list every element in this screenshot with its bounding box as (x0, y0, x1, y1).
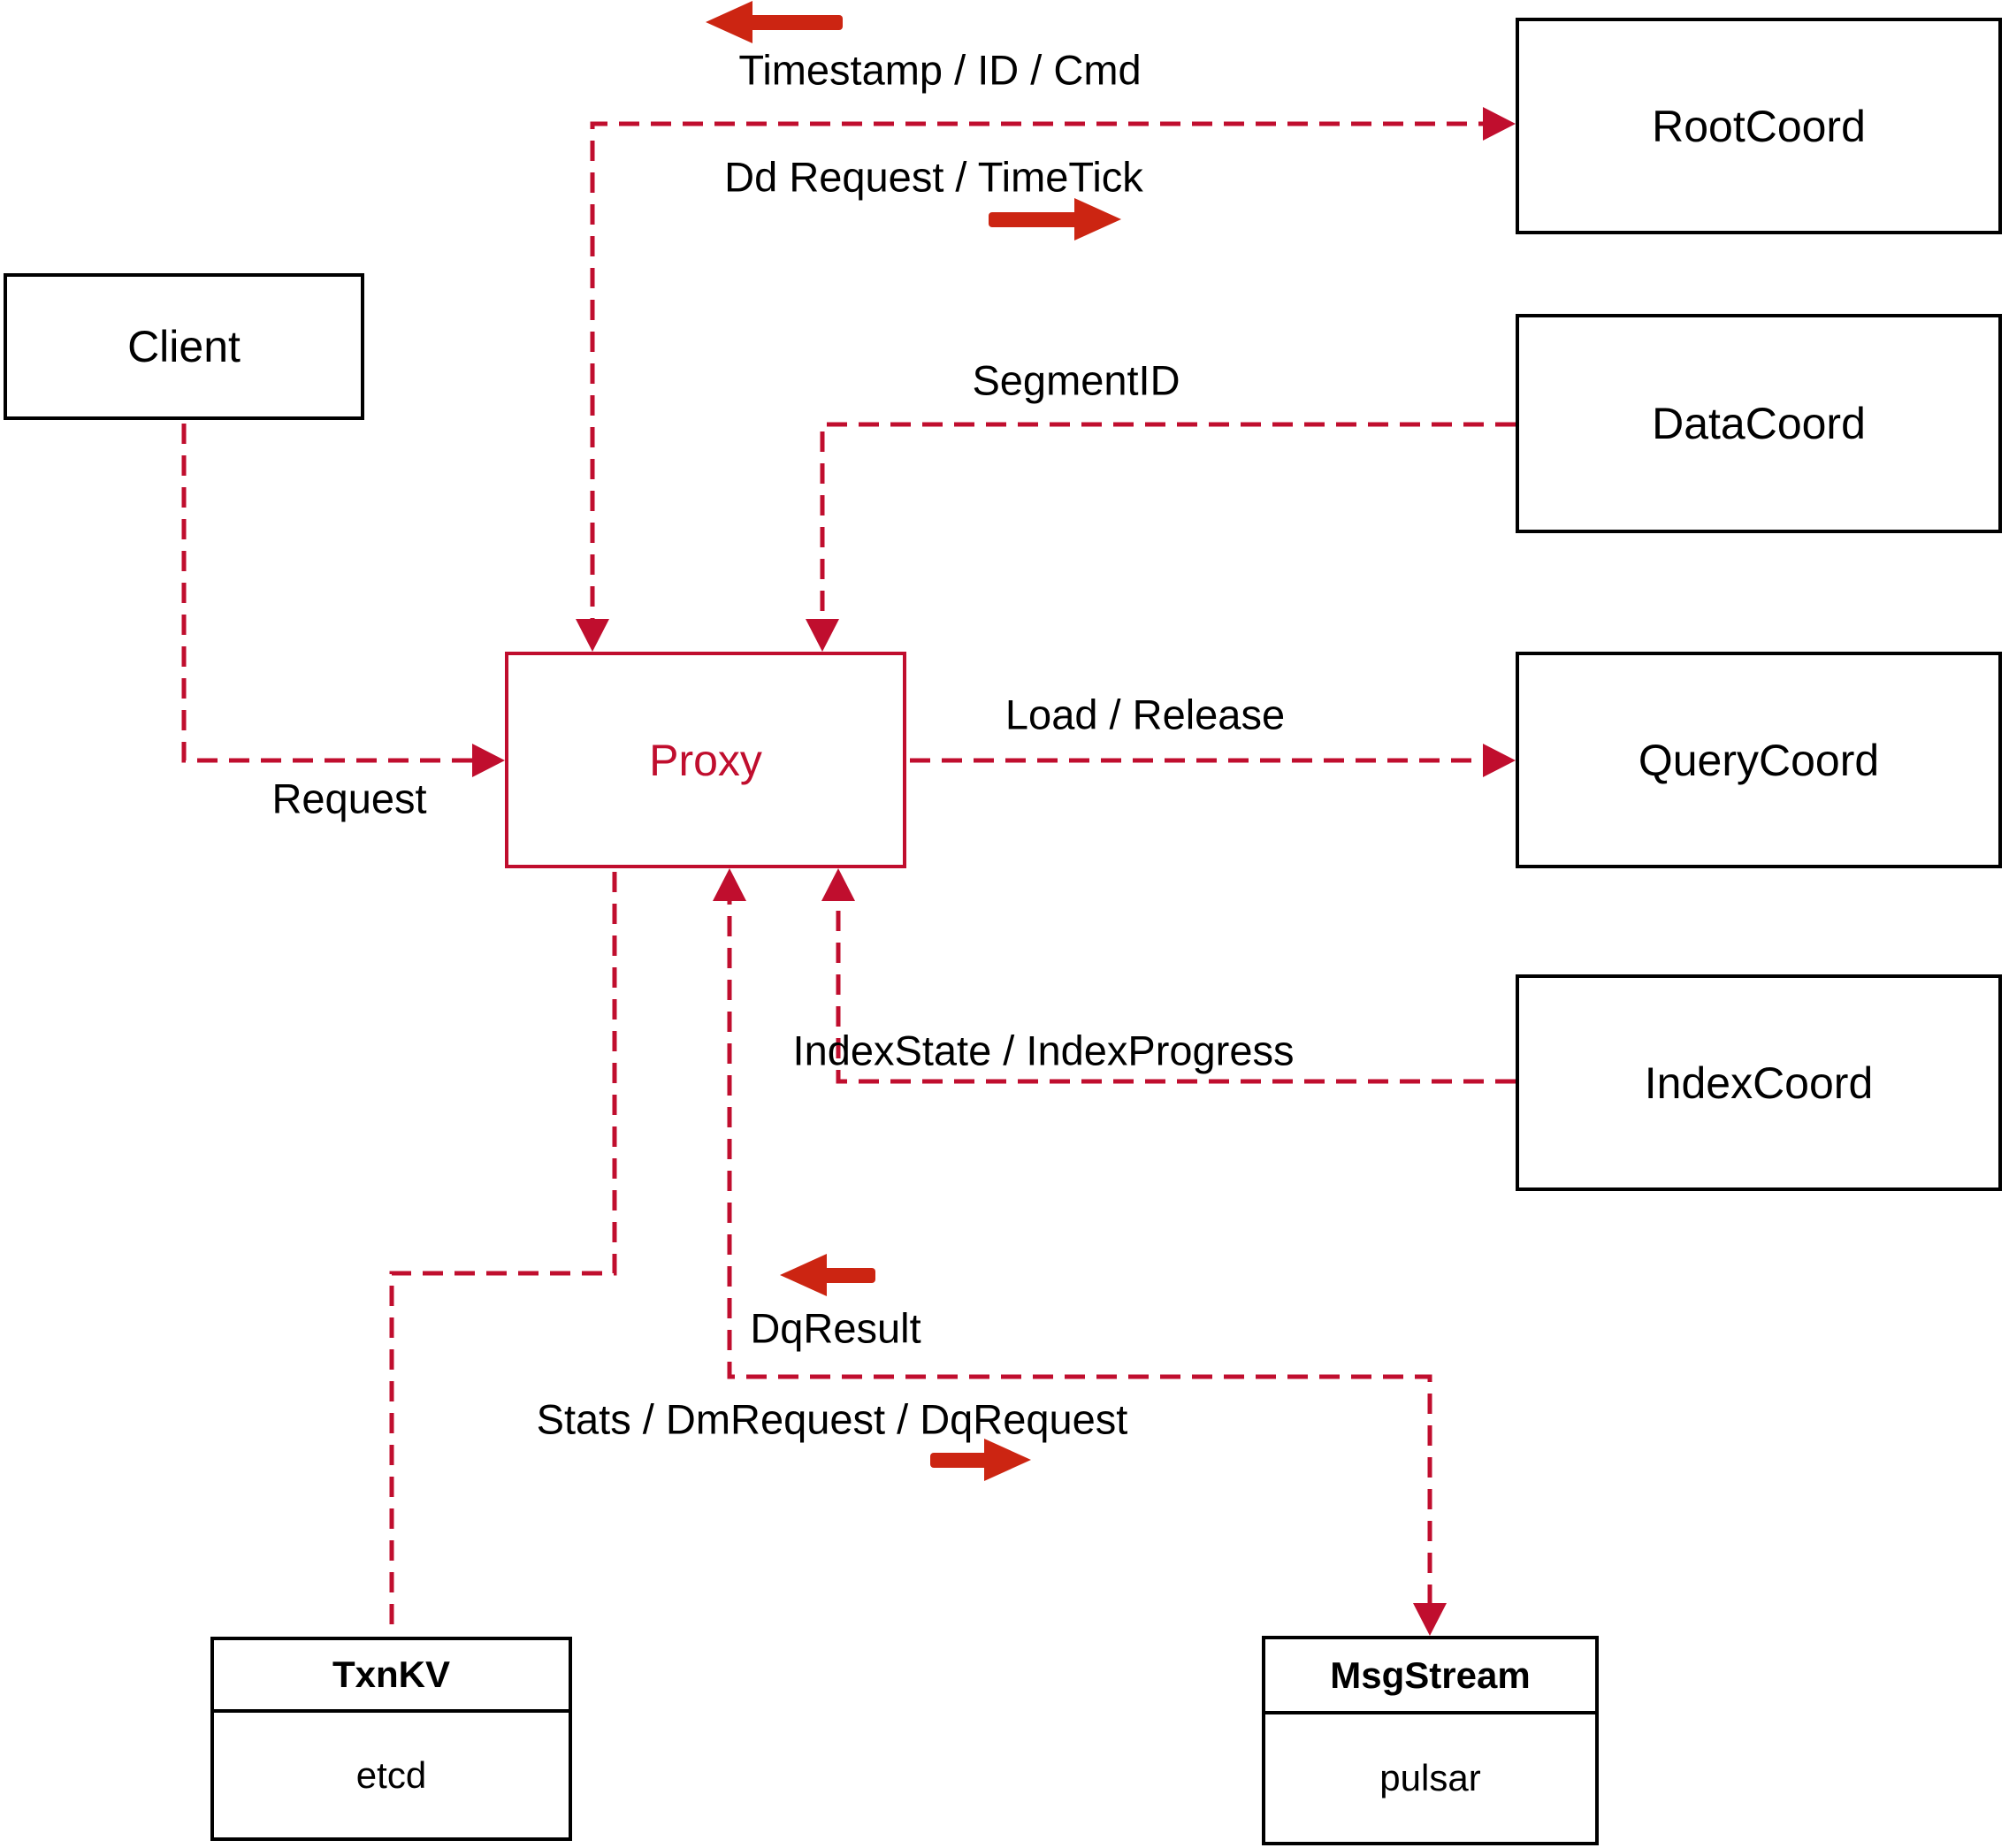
node-msgstream-title: MsgStream (1265, 1639, 1595, 1714)
node-datacoord-label: DataCoord (1652, 399, 1866, 448)
arrowhead-into-proxy-top-left (576, 619, 609, 652)
edge-proxy-msgstream (727, 884, 1432, 1618)
arrowhead-into-proxy-left (472, 744, 505, 777)
edge-proxy-txnkv (389, 872, 617, 1633)
node-txnkv: TxnKV etcd (210, 1637, 572, 1841)
arrowhead-into-msgstream (1413, 1603, 1447, 1636)
edge-datacoord-proxy (820, 422, 1516, 637)
node-proxy: Proxy (505, 652, 906, 868)
edge-proxy-rootcoord (590, 121, 1509, 638)
edge-label-stats-dm-dq: Stats / DmRequest / DqRequest (536, 1395, 1128, 1443)
node-txnkv-title: TxnKV (214, 1640, 569, 1713)
arrow-left-icon (706, 1, 843, 43)
edge-label-dd-request-timetick: Dd Request / TimeTick (724, 153, 1143, 201)
arrow-right-icon (989, 198, 1121, 241)
node-rootcoord: RootCoord (1516, 18, 2002, 234)
arrowhead-into-proxy-bottom-left (713, 868, 746, 901)
edge-label-load-release: Load / Release (1004, 691, 1286, 738)
node-client-label: Client (127, 322, 241, 371)
node-indexcoord: IndexCoord (1516, 974, 2002, 1191)
arrowhead-into-rootcoord (1483, 107, 1516, 141)
edge-client-proxy (181, 424, 489, 763)
edge-label-index-state-progress: IndexState / IndexProgress (792, 1027, 1295, 1074)
node-datacoord: DataCoord (1516, 314, 2002, 533)
edge-label-request: Request (271, 775, 427, 822)
arrow-right-icon (930, 1439, 1031, 1481)
edge-indexcoord-proxy (836, 884, 1516, 1084)
node-querycoord: QueryCoord (1516, 652, 2002, 868)
edge-label-segment-id: SegmentID (972, 356, 1180, 404)
edge-label-timestamp-id-cmd: Timestamp / ID / Cmd (738, 46, 1142, 94)
node-indexcoord-label: IndexCoord (1644, 1058, 1874, 1108)
arrowhead-into-proxy-top-right (806, 619, 839, 652)
node-querycoord-label: QueryCoord (1638, 735, 1880, 785)
arrow-left-icon (780, 1254, 875, 1296)
node-txnkv-impl: etcd (355, 1753, 427, 1796)
node-rootcoord-label: RootCoord (1652, 101, 1866, 151)
arrowhead-into-querycoord (1483, 744, 1516, 777)
edge-label-dq-result: DqResult (750, 1304, 921, 1352)
node-proxy-label: Proxy (649, 735, 762, 785)
node-client: Client (4, 273, 364, 420)
node-msgstream-impl: pulsar (1379, 1757, 1481, 1798)
node-msgstream: MsgStream pulsar (1262, 1636, 1599, 1845)
arrowhead-into-proxy-bottom-right (821, 868, 855, 901)
